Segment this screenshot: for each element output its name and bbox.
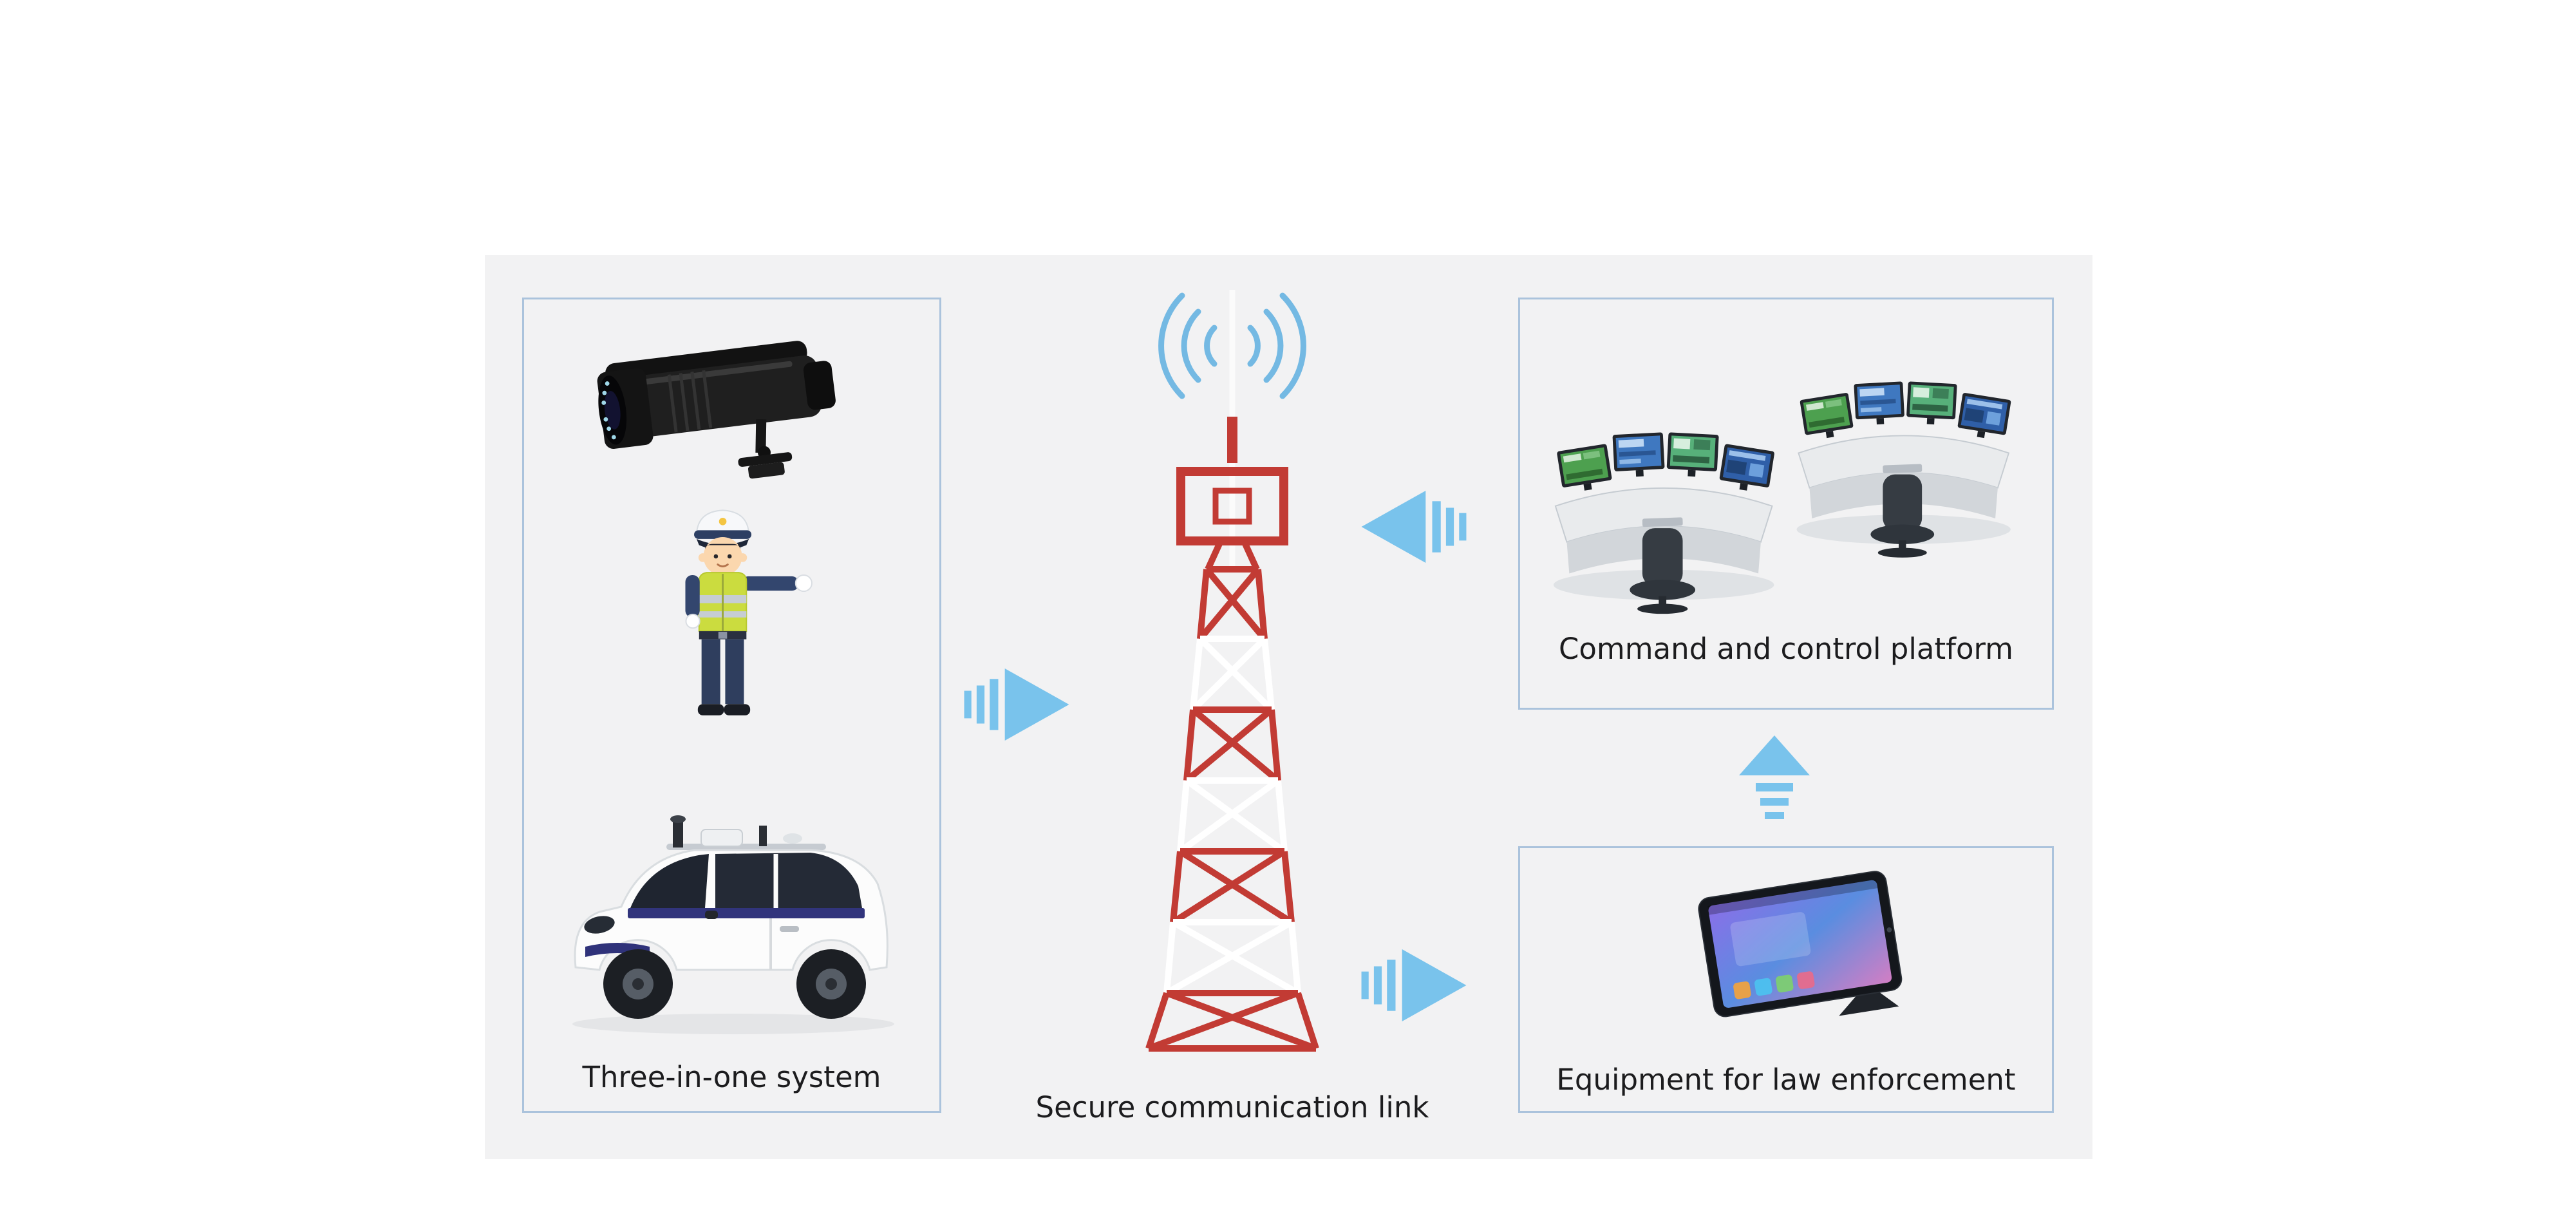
arrow-up-law-enforcement-to-command-platform-icon bbox=[1738, 735, 1810, 838]
cctv-camera-icon bbox=[597, 341, 836, 479]
radio-tower-icon bbox=[1145, 290, 1319, 1052]
arrow-right-tower-to-law-enforcement-icon bbox=[1360, 949, 1468, 1021]
autonomous-patrol-vehicle-icon bbox=[572, 815, 894, 1034]
arrow-left-command-platform-to-tower-icon bbox=[1360, 491, 1468, 563]
law-enforcement-label: Equipment for law enforcement bbox=[1556, 1063, 2016, 1097]
arrow-right-three-in-one-to-tower-icon bbox=[963, 668, 1071, 741]
command-platform-box: Command and control platform bbox=[1518, 298, 2054, 710]
law-enforcement-box: Equipment for law enforcement bbox=[1518, 846, 2054, 1113]
diagram-panel: Three-in-one system bbox=[485, 255, 2092, 1159]
secure-communication-link-label: Secure communication link bbox=[1035, 1090, 1429, 1124]
handheld-tablet-icon bbox=[1698, 871, 1903, 1018]
three-in-one-system-box: Three-in-one system bbox=[522, 298, 941, 1113]
command-platform-label: Command and control platform bbox=[1558, 632, 2014, 666]
three-in-one-system-label: Three-in-one system bbox=[582, 1060, 881, 1094]
traffic-police-officer-icon bbox=[685, 509, 813, 715]
control-room-consoles-icon bbox=[1552, 381, 2012, 615]
